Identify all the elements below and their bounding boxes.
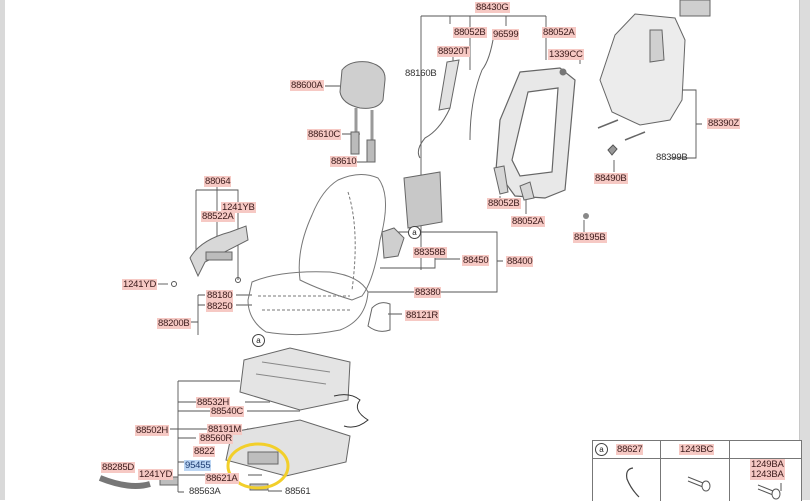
- part-label[interactable]: 88064: [204, 176, 232, 187]
- callout-a-marker: a: [252, 334, 265, 347]
- part-label[interactable]: 88561: [285, 486, 311, 497]
- nut-part: [559, 68, 567, 76]
- shield-inner-part: [367, 302, 391, 332]
- part-label[interactable]: 88502H: [135, 425, 170, 436]
- window-left-edge: [0, 0, 5, 500]
- part-label[interactable]: 88399B: [656, 152, 688, 163]
- legend-callout-marker: a: [595, 443, 608, 456]
- bolt-icon: [757, 483, 782, 500]
- part-label[interactable]: 88160B: [405, 68, 437, 79]
- part-label[interactable]: 88400: [506, 256, 534, 267]
- legend-column: [660, 441, 730, 501]
- part-label[interactable]: 88052A: [511, 216, 545, 227]
- part-label[interactable]: 88358B: [413, 247, 447, 258]
- back-board-part: [597, 0, 711, 141]
- lumbar-box-part: [403, 171, 443, 229]
- legend-part-label[interactable]: 1249BA: [750, 459, 785, 470]
- lumbar-part: [381, 227, 405, 259]
- part-label[interactable]: 88052A: [542, 27, 576, 38]
- part-label[interactable]: 8822: [193, 446, 216, 457]
- legend-header-row: [593, 441, 801, 459]
- part-label[interactable]: 1241YD: [138, 469, 174, 480]
- seat-back-frame: [495, 67, 576, 199]
- part-label[interactable]: 88490B: [594, 173, 628, 184]
- part-label[interactable]: 88600A: [290, 80, 324, 91]
- part-label[interactable]: 88180: [206, 290, 234, 301]
- part-label[interactable]: 88285D: [101, 462, 136, 473]
- part-label[interactable]: 88920T: [437, 46, 471, 57]
- part-label[interactable]: 88390Z: [707, 118, 741, 129]
- seat-back-cover: [298, 174, 387, 301]
- clip-part: [607, 144, 618, 156]
- bolt-icon: [687, 476, 711, 492]
- legend-column: [593, 441, 661, 501]
- part-label[interactable]: 88200B: [157, 318, 191, 329]
- part-label[interactable]: 88560R: [199, 433, 234, 444]
- part-label[interactable]: 1241YB: [221, 202, 256, 213]
- hook-spring-icon: [626, 467, 640, 498]
- part-label[interactable]: 88052B: [487, 198, 521, 209]
- part-label[interactable]: 1339CC: [548, 49, 584, 60]
- part-label[interactable]: 88540C: [210, 406, 245, 417]
- part-label[interactable]: 88191M: [207, 424, 243, 435]
- part-label[interactable]: 88532H: [196, 397, 231, 408]
- part-label[interactable]: 88563A: [189, 486, 221, 497]
- part-label[interactable]: 88380: [414, 287, 442, 298]
- legend-part-label[interactable]: 1243BC: [679, 444, 715, 455]
- legend-part-label[interactable]: 1243BA: [750, 469, 785, 480]
- bolt-part: [583, 213, 589, 219]
- screw-part: [235, 277, 241, 283]
- headrest-part: [339, 61, 386, 163]
- parts-legend-table: a 88627 1243BC 1249BA 1243BA: [592, 440, 802, 501]
- part-label[interactable]: 88610: [330, 156, 358, 167]
- side-shield-part: [189, 225, 249, 278]
- screw-part: [171, 281, 177, 287]
- part-label[interactable]: 88430G: [475, 2, 510, 13]
- rear-shield-part: [98, 475, 151, 489]
- part-label-highlighted[interactable]: 95455: [184, 460, 212, 471]
- part-label[interactable]: 88052B: [453, 27, 487, 38]
- wiring-harness-part: [333, 394, 369, 428]
- part-label[interactable]: 1241YD: [122, 279, 158, 290]
- annotation-highlight-circle: [226, 442, 290, 490]
- part-label[interactable]: 88195B: [573, 232, 607, 243]
- scrollbar-track[interactable]: [799, 0, 810, 500]
- part-label[interactable]: 88522A: [201, 211, 235, 222]
- part-label[interactable]: 88121R: [405, 310, 440, 321]
- seat-cushion-part: [247, 271, 369, 336]
- bracket-parts: [493, 165, 535, 201]
- part-label[interactable]: 88610C: [307, 129, 342, 140]
- part-label[interactable]: 96599: [492, 29, 520, 40]
- callout-a-marker: a: [408, 226, 421, 239]
- airbag-part: [417, 33, 495, 159]
- part-label[interactable]: 88450: [462, 255, 490, 266]
- legend-part-label[interactable]: 88627: [616, 444, 644, 455]
- part-label[interactable]: 88621A: [205, 473, 239, 484]
- part-label[interactable]: 88250: [206, 301, 234, 312]
